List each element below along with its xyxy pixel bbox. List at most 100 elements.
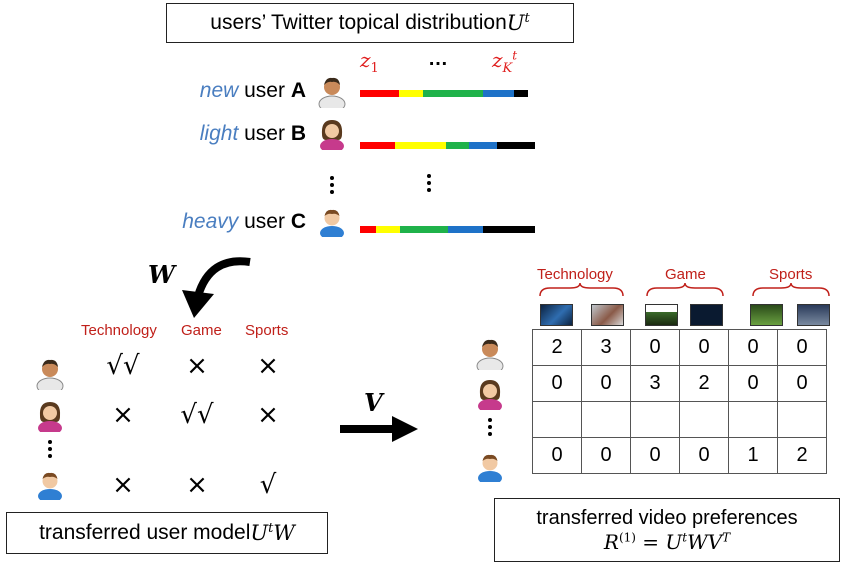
topic-ellipsis: … (428, 48, 449, 70)
matrix-cell (728, 401, 778, 438)
bar-segment (445, 142, 469, 149)
bar-segment (395, 142, 446, 149)
model-box-u: U (250, 521, 269, 545)
arrow-v-icon (340, 416, 418, 442)
matrix-cell: 0 (532, 437, 582, 474)
user-row-b: light user B (176, 122, 306, 146)
matrix-cell (581, 401, 631, 438)
video-thumbnail-game-1 (645, 304, 678, 326)
title-math: Ut (507, 11, 530, 35)
model-box-text: transferred user model (39, 521, 251, 544)
title-math-u: U (506, 11, 525, 35)
bar-segment (514, 90, 528, 97)
video-thumbnail-tech-1 (540, 304, 573, 326)
pref-rhs-wv: WV (687, 530, 723, 554)
model-box-w: W (273, 521, 295, 545)
category-braces (539, 282, 830, 297)
user-b-letter: B (290, 122, 306, 145)
user-a-kind: new (199, 79, 239, 102)
user-b-word: user (238, 122, 291, 145)
female-user-avatar-icon (38, 402, 62, 432)
pref-rhs-u: U (665, 530, 683, 554)
matrix-cell (679, 401, 729, 438)
pref-lhs-sup: (1) (618, 530, 636, 545)
bar-segment (482, 226, 535, 233)
topic-first-sub: 1 (370, 61, 379, 76)
male-user-avatar-icon (36, 359, 64, 390)
pref-eq: = (635, 530, 666, 554)
bar-segment (400, 226, 448, 233)
topic-first-z: z (360, 48, 371, 72)
model-mark-r0-c2: × (257, 351, 279, 381)
matrix-cell: 0 (777, 329, 827, 366)
user-b-kind: light (199, 122, 239, 145)
model-mark-r2-c0: × (112, 470, 134, 500)
matrix-cell: 0 (581, 437, 631, 474)
bar-segment (375, 226, 401, 233)
video-category-game: Game (665, 266, 706, 283)
matrix-cell: 0 (630, 437, 680, 474)
male-user-avatar-icon (318, 77, 346, 108)
male-user-avatar-icon (476, 339, 504, 370)
matrix-row: 2 3 0 0 0 0 (532, 329, 827, 366)
more-users-dots (330, 176, 336, 197)
topic-label-last: zKt (492, 48, 517, 76)
matrix-cell: 2 (679, 365, 729, 402)
bar-segment (360, 90, 399, 97)
user-row-a: new user A (176, 79, 306, 103)
model-mark-r1-c0: × (112, 400, 134, 430)
user-row-c: heavy user C (176, 210, 306, 234)
pref-box-title: transferred video preferences (536, 507, 798, 529)
bar-segment (398, 90, 423, 97)
matrix-cell: 0 (630, 329, 680, 366)
bar-segment (447, 226, 483, 233)
model-box-math: UtW (250, 521, 295, 545)
young-user-avatar-icon (38, 472, 62, 500)
matrix-row (532, 401, 827, 438)
matrix-cell: 0 (728, 365, 778, 402)
matrix-cell (532, 401, 582, 438)
video-thumbnail-game-2 (690, 304, 723, 326)
distribution-bar-c (360, 226, 535, 233)
bar-segment (496, 142, 535, 149)
young-user-avatar-icon (320, 209, 344, 237)
transferred-user-model-box: transferred user model UtW (6, 512, 328, 554)
user-a-letter: A (290, 79, 306, 102)
matrix-row: 0 0 3 2 0 0 (532, 365, 827, 402)
matrix-cell: 2 (777, 437, 827, 474)
model-box-sup: t (268, 521, 274, 536)
model-category-sports: Sports (245, 322, 289, 339)
distribution-bar-b (360, 142, 535, 149)
matrix-row: 0 0 0 0 1 2 (532, 437, 827, 474)
topic-last-sub: K (502, 61, 513, 76)
user-c-kind: heavy (182, 210, 239, 233)
matrix-cell: 1 (728, 437, 778, 474)
title-text: users’ Twitter topical distribution (210, 11, 507, 34)
topical-distribution-title: users’ Twitter topical distribution Ut (166, 3, 574, 43)
matrix-cell: 3 (630, 365, 680, 402)
female-user-avatar-icon (320, 120, 344, 150)
matrix-cell (777, 401, 827, 438)
user-c-letter: C (290, 210, 306, 233)
topic-last-sup: t (512, 48, 518, 63)
topic-last-z: z (492, 48, 503, 72)
topic-label-first: z1 (360, 48, 379, 76)
video-category-sports: Sports (769, 266, 813, 283)
pref-rhs-sup: t (682, 530, 688, 545)
pref-lhs: R (603, 530, 619, 554)
bar-segment (360, 226, 376, 233)
model-mark-r0-c1: × (186, 351, 208, 381)
model-mark-r1-c2: × (257, 400, 279, 430)
arrow-v-label: V (364, 388, 383, 417)
model-mark-r2-c1: × (186, 470, 208, 500)
bar-segment (482, 90, 514, 97)
model-more-users-dots (48, 440, 54, 461)
matrix-cell (630, 401, 680, 438)
bar-segment (423, 90, 483, 97)
young-user-avatar-icon (478, 454, 502, 482)
user-c-word: user (238, 210, 291, 233)
curved-arrow-w-icon (182, 257, 251, 318)
pref-rhs-t: T (722, 530, 731, 545)
more-bars-dots (427, 174, 433, 195)
matrix-cell: 0 (679, 437, 729, 474)
